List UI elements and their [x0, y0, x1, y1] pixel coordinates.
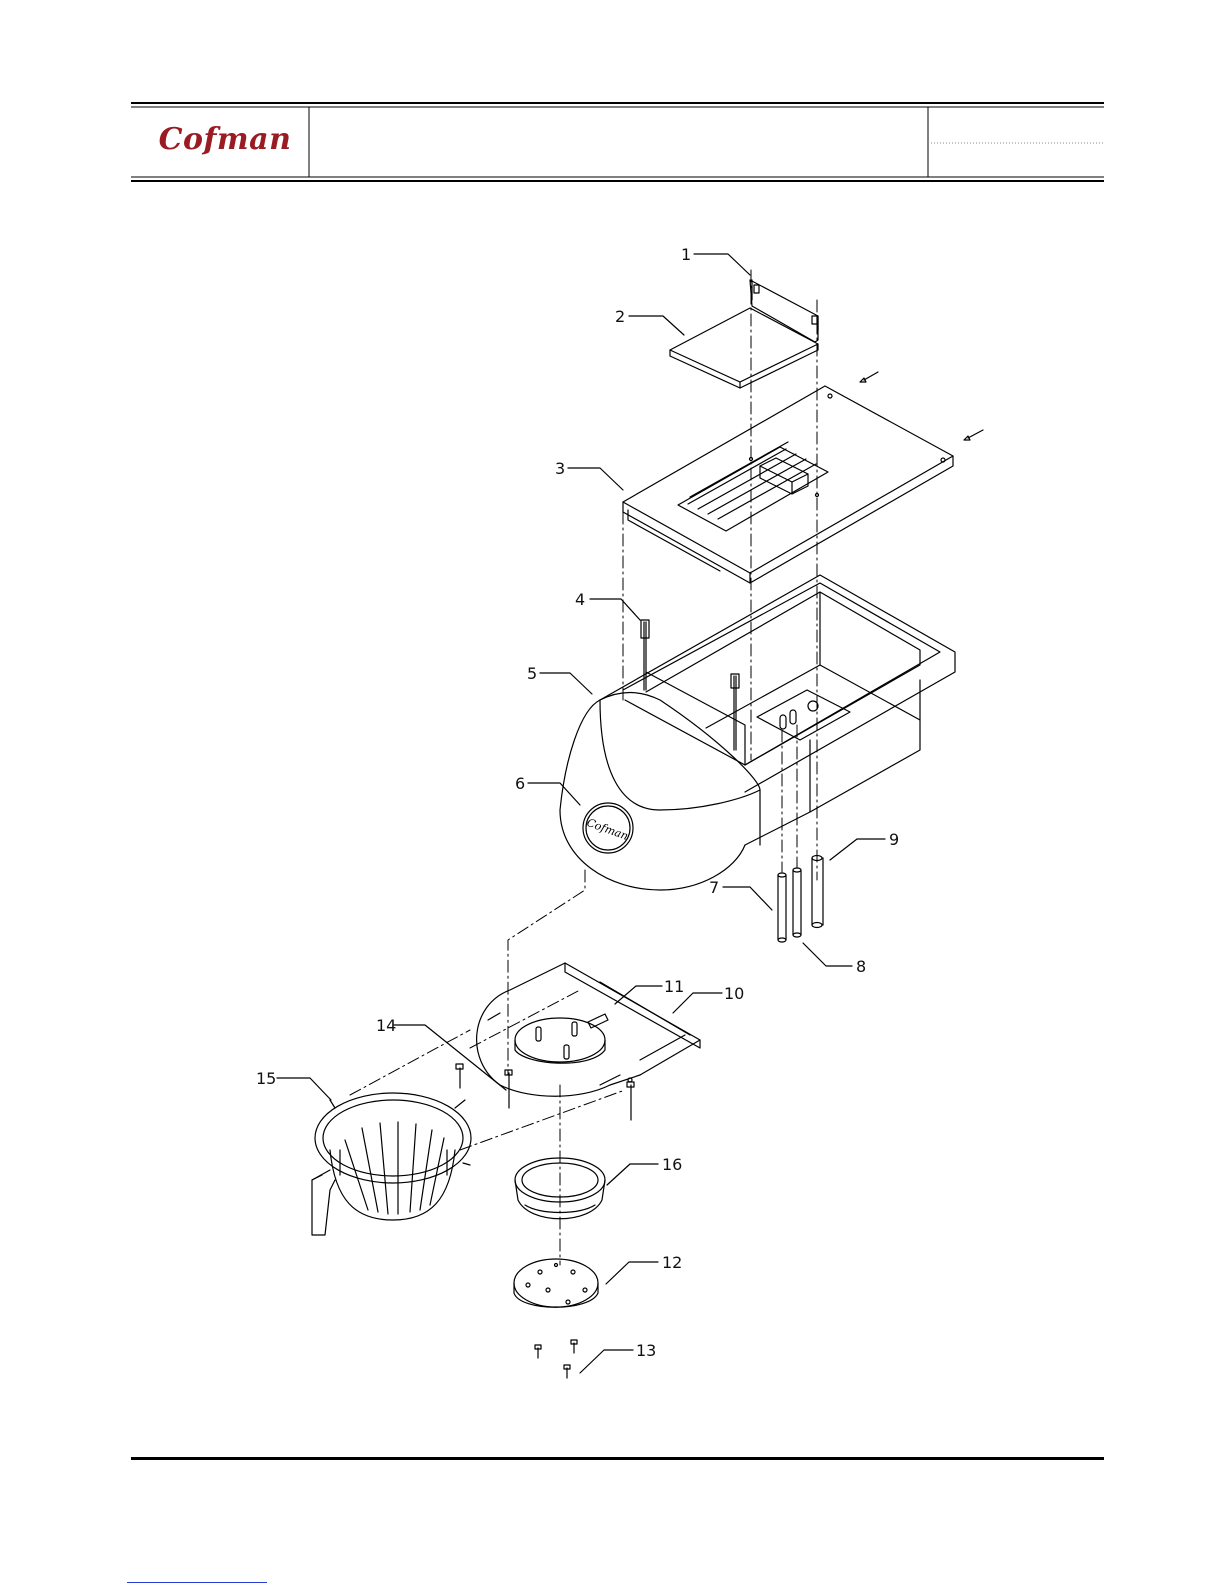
- part-4-screws: [641, 620, 739, 750]
- callout-8: 8: [856, 957, 866, 976]
- part-15-filter-basket: [312, 1093, 471, 1235]
- callout-2: 2: [615, 307, 625, 326]
- callout-10: 10: [724, 984, 744, 1003]
- callout-7: 7: [709, 878, 719, 897]
- callout-6: 6: [515, 774, 525, 793]
- callout-4: 4: [575, 590, 585, 609]
- bottom-link-underline[interactable]: [127, 1582, 267, 1583]
- callout-9: 9: [889, 830, 899, 849]
- footer-rule: [131, 1457, 1104, 1460]
- assembly-center-lines: [350, 270, 817, 1265]
- callout-12: 12: [662, 1253, 682, 1272]
- callout-3: 3: [555, 459, 565, 478]
- callout-11: 11: [664, 977, 684, 996]
- part-2-plate: [670, 308, 818, 388]
- part-12-disk: [514, 1259, 598, 1307]
- callout-16: 16: [662, 1155, 682, 1174]
- part-1-bracket: [750, 280, 818, 342]
- part-3-top-cover: [623, 386, 953, 583]
- callout-1: 1: [681, 245, 691, 264]
- callout-13: 13: [636, 1341, 656, 1360]
- part-13-screws: [535, 1340, 577, 1378]
- leader-lines: [277, 254, 885, 1373]
- callout-14: 14: [376, 1016, 396, 1035]
- part-7-8-9-tubes: [778, 856, 823, 943]
- part-14-screws: [456, 1064, 634, 1120]
- callout-5: 5: [527, 664, 537, 683]
- cover-screws: [860, 372, 983, 440]
- emblem-text: Cofman: [585, 816, 630, 843]
- callout-15: 15: [256, 1069, 276, 1088]
